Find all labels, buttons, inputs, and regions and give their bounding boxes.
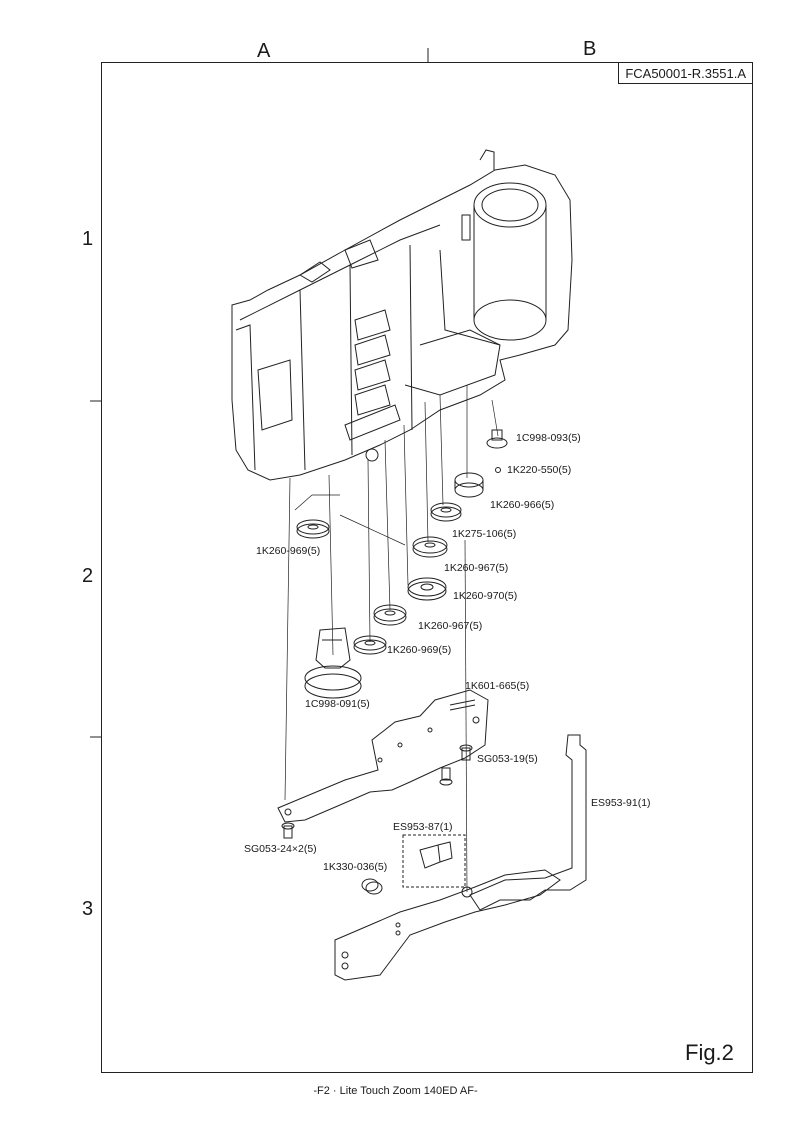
part-label: ES953-87(1) bbox=[393, 821, 453, 833]
column-header-b: B bbox=[583, 38, 597, 60]
part-label: 1K260-966(5) bbox=[490, 499, 555, 511]
part-label: 1K260-970(5) bbox=[453, 590, 518, 602]
row-header-3: 3 bbox=[82, 898, 94, 920]
part-label: 1C998-093(5) bbox=[516, 432, 581, 444]
figure-label: Fig.2 bbox=[685, 1040, 734, 1065]
part-label: 1K220-550(5) bbox=[507, 464, 572, 476]
main-body-frame bbox=[231, 149, 573, 481]
part-label: 1K260-967(5) bbox=[418, 620, 483, 632]
part-label: 1K330-036(5) bbox=[323, 861, 388, 873]
part-label: ES953-91(1) bbox=[591, 797, 651, 809]
part-label: SG053-19(5) bbox=[477, 753, 538, 765]
part-label: 1K601-665(5) bbox=[465, 680, 530, 692]
part-label: 1C998-091(5) bbox=[305, 698, 370, 710]
drawing-frame: FCA50001-R.3551.A bbox=[101, 62, 753, 1073]
part-label: 1K260-969(5) bbox=[387, 644, 452, 656]
gears bbox=[296, 429, 508, 699]
row-header-2: 2 bbox=[82, 565, 94, 587]
column-header-a: A bbox=[257, 40, 271, 62]
page-footer: -F2 · Lite Touch Zoom 140ED AF- bbox=[313, 1085, 478, 1097]
bracket-es953-91 bbox=[469, 734, 587, 911]
part-label: 1K275-106(5) bbox=[452, 528, 517, 540]
part-label: SG053-24×2(5) bbox=[244, 843, 317, 855]
row-header-1: 1 bbox=[82, 228, 94, 250]
flex-board bbox=[334, 869, 561, 981]
plate-1k601-665 bbox=[277, 689, 489, 823]
part-label: 1K260-967(5) bbox=[444, 562, 509, 574]
document-id: FCA50001-R.3551.A bbox=[618, 63, 752, 84]
part-label: 1K260-969(5) bbox=[256, 545, 321, 557]
